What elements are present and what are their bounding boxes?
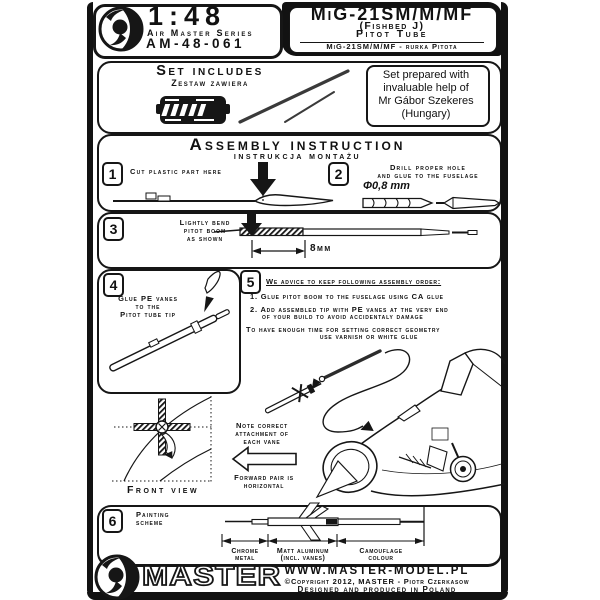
step6-number: 6 [102,509,123,533]
step3-dimension-label: 8mm [310,243,332,254]
step2-text-line1: Drill proper hole [389,163,467,172]
step3-panel [97,212,502,269]
footer-produced: Designed and produced in Poland [297,585,457,594]
product-code: AM-48-061 [146,36,246,51]
page-title-variant: (Fishbed J) [359,20,425,32]
credit-note-line: (Hungary) [401,108,451,120]
credit-note-text: Set prepared with invaluable help of Mr … [366,69,486,121]
credit-note-box [366,65,490,127]
assembly-subtitle: instrukcja montażu [233,151,362,162]
step6-label-line1: Painting [136,510,170,519]
zone-aluminum-line1: Matt aluminum [276,548,330,555]
zone-chrome-line1: Chrome [231,548,259,555]
step5-number: 5 [240,270,261,294]
step3-number: 3 [103,217,124,241]
step5-note-line1: To have enough time for setting correct … [246,325,441,334]
step4-text-line3: Pitot tube tip [120,310,176,319]
zone-aluminum-line2: (incl. vanes) [280,555,326,562]
credit-note-line: Set prepared with [382,69,470,81]
step6-label-line2: scheme [136,518,164,527]
step4-text-line1: Glue PE vanes [118,294,178,303]
frontview-note-line1: Note correct [235,421,289,430]
scale-label: 1:48 [148,1,227,31]
step3-text-line2: pitot boom [183,226,227,235]
zone-chrome-line2: metal [235,555,255,562]
step3-text-line3: as shown [186,234,224,243]
footer-website: WWW.MASTER-MODEL.PL [284,565,470,577]
step5-note-line2: use varnish or white glue [319,332,419,341]
step2-text-line2: and glue to the fuselage [377,171,479,180]
header-title-box [289,7,497,53]
credit-note-line: Mr Gábor Szekeres [378,95,474,107]
page-title: MiG-21SM/M/MF [310,4,474,24]
credit-note-line: invaluable help of [383,82,469,94]
frontview-label: Front view [127,484,200,496]
frontview-fwd-line2: horizontal [243,481,285,490]
title-divider [300,41,484,44]
assembly-title: Assembly instruction [189,135,406,154]
frontview-fwd-line1: Forward pair is [234,473,294,482]
zone-camouflage-line2: colour [368,555,394,562]
step1-text: Cut plastic part here [130,167,223,176]
step4-number: 4 [103,273,124,297]
frontview-note-line3: each vane [243,437,281,446]
step2-number: 2 [328,162,349,186]
frame-bottom-bar [87,592,508,600]
frame-left-bar [87,2,93,596]
footer-brand-wordmark: MASTER [141,561,282,592]
page-title-polish: MiG-21SM/M/MF - rurka Pitota [326,42,458,51]
page-title-product: Pitot Tube [356,28,428,40]
step5-item1: 1. Glue pitot boom to the fuselage using… [250,292,444,301]
frontview-note-line2: attachment of [235,429,289,438]
step5-item2-line1: 2. Add assembled tip with PE vanes at th… [250,305,449,314]
direction-arrow-drawing [231,445,297,473]
step3-text-line1: Lightly bend [179,218,231,227]
front-view-drawing [112,392,212,483]
series-label: Air Master Series [147,28,254,38]
step5-heading: We advice to keep following assembly ord… [266,277,442,286]
step1-number: 1 [102,162,123,186]
set-includes-subtitle: Zestaw zawiera [171,78,249,88]
step4-text-line2: to the [135,302,161,311]
zone-camouflage-line1: Camouflage [359,548,403,555]
step5-item2-line2: of your build to avoid accidentaly damag… [262,312,424,321]
set-includes-title: Set includes [156,63,264,79]
footer-copyright: ©Copyright 2012, MASTER - Piotr Czerkaso… [284,577,470,586]
frame-right-bar [501,2,508,596]
step2-drill-diameter: Φ0,8 mm [363,180,410,192]
